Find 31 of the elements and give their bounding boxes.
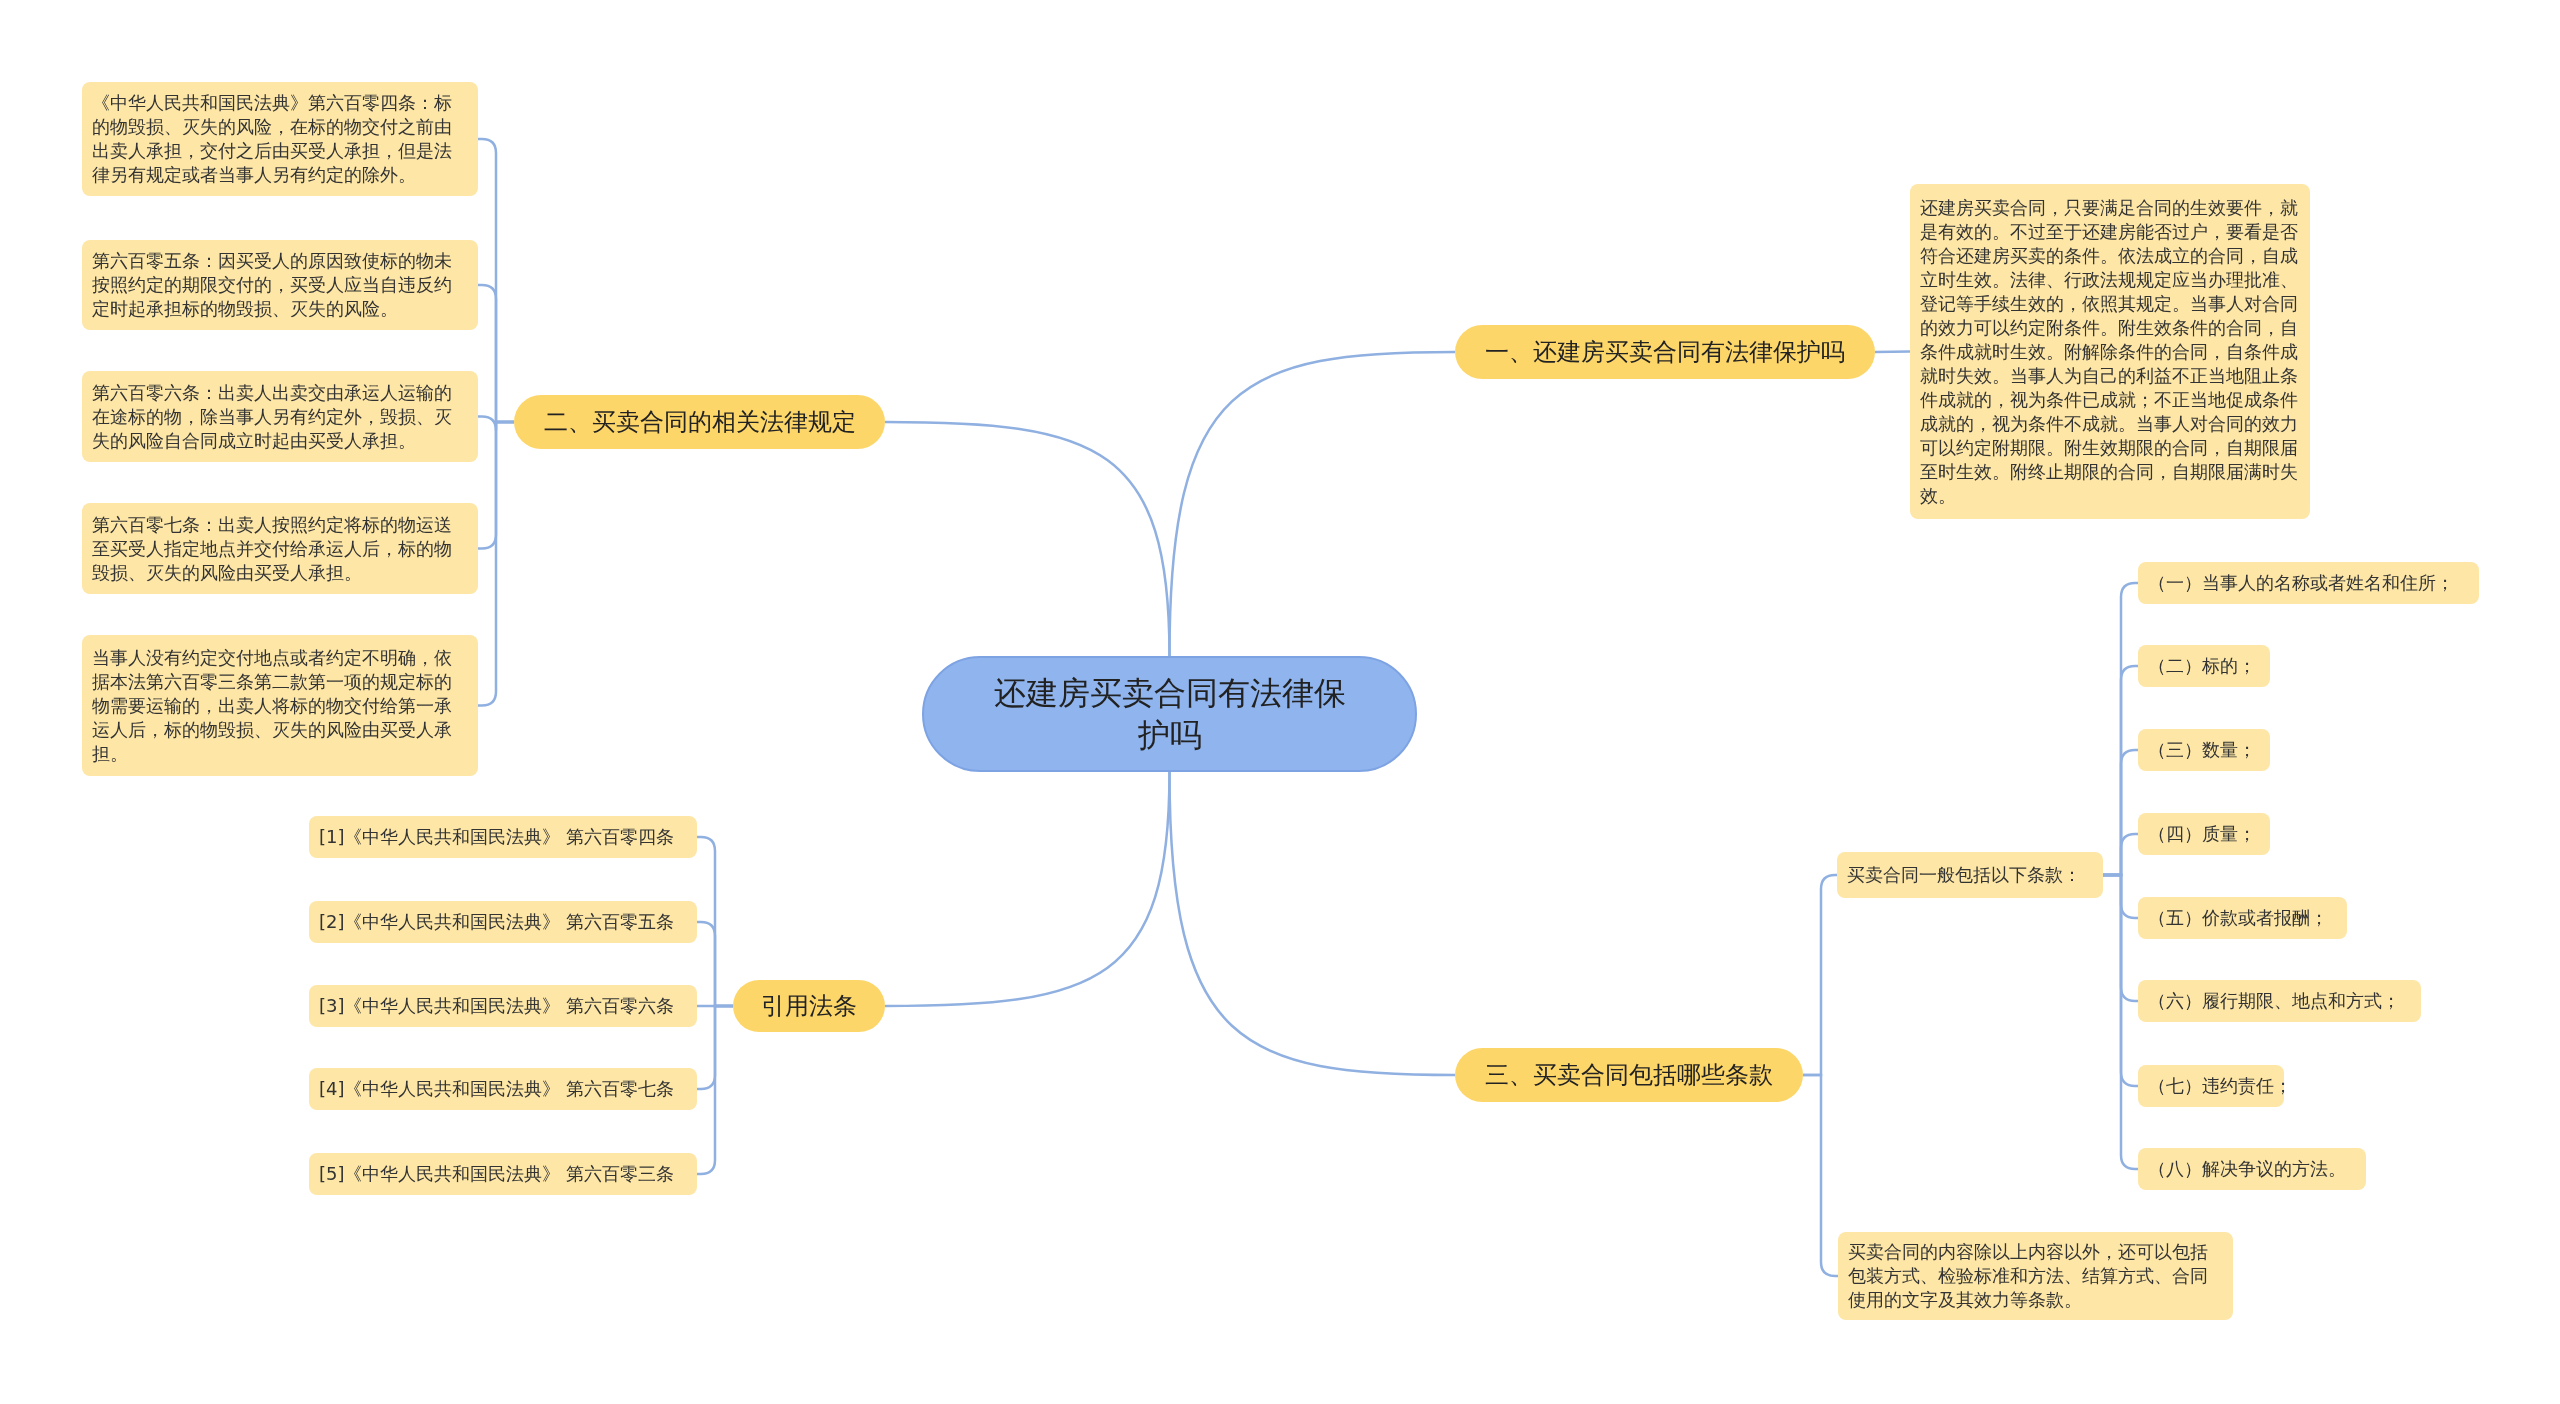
note-box: 还建房买卖合同，只要满足合同的生效要件，就是有效的。不过至于还建房能否过户，要看是否符合还建房买卖的条件。依法成立的合同，自成立时生效。法律、行政法规规定应当办理批准、登记等手续生效的，依照其规定。当事人对合同的效力可以约定附条件。附生效条件的合同，自条件成就时生效。附解除条件的合同，自条件成就时失效。当事人为自己的利益不正当地阻止条件成就的，视为条件已成就；不正当地促成条件成就的，视为条件不成就。当事人对合同的效力可以约定附期限。附生效期限的合同，自期限届至时生效。附终止期限的合同，自期限届满时失效。 xyxy=(1910,184,2310,519)
topic-box: 二、买卖合同的相关法律规定 xyxy=(514,395,885,449)
note-box: [5]《中华人民共和国民法典》 第六百零三条 xyxy=(309,1153,697,1195)
connector-line xyxy=(1875,350,1910,354)
connector-line xyxy=(2103,873,2138,1171)
note-box: （七）违约责任； xyxy=(2138,1065,2284,1107)
note-box: （三）数量； xyxy=(2138,729,2270,771)
note-box: 买卖合同一般包括以下条款： xyxy=(1837,852,2103,898)
note-box: 买卖合同的内容除以上内容以外，还可以包括包装方式、检验标准和方法、结算方式、合同使用的文字及其效力等条款。 xyxy=(1838,1232,2233,1320)
topic-box: 三、买卖合同包括哪些条款 xyxy=(1455,1048,1803,1102)
note-box: （八）解决争议的方法。 xyxy=(2138,1148,2366,1190)
note-box: （六）履行期限、地点和方式； xyxy=(2138,980,2421,1022)
note-box: 第六百零七条：出卖人按照约定将标的物运送至买受人指定地点并交付给承运人后，标的物毁损、灭失的风险由买受人承担。 xyxy=(82,503,478,594)
note-box: [3]《中华人民共和国民法典》 第六百零六条 xyxy=(309,985,697,1027)
note-box: （一）当事人的名称或者姓名和住所； xyxy=(2138,562,2479,604)
note-box: [1]《中华人民共和国民法典》 第六百零四条 xyxy=(309,816,697,858)
note-box: 《中华人民共和国民法典》第六百零四条：标的物毁损、灭失的风险，在标的物交付之前由出卖人承担，交付之后由买受人承担，但是法律另有规定或者当事人另有约定的除外。 xyxy=(82,82,478,196)
note-box: 第六百零六条：出卖人出卖交由承运人运输的在途标的物，除当事人另有约定外，毁损、灭失的风险自合同成立时起由买受人承担。 xyxy=(82,371,478,462)
note-box: （四）质量； xyxy=(2138,813,2270,855)
note-box: 当事人没有约定交付地点或者约定不明确，依据本法第六百零三条第二款第一项的规定标的物需要运输的，出卖人将标的物交付给第一承运人后，标的物毁损、灭失的风险由买受人承担。 xyxy=(82,635,478,776)
note-box: （五）价款或者报酬； xyxy=(2138,897,2347,939)
topic-box: 一、还建房买卖合同有法律保护吗 xyxy=(1455,325,1875,379)
note-box: [2]《中华人民共和国民法典》 第六百零五条 xyxy=(309,901,697,943)
note-box: （二）标的； xyxy=(2138,645,2270,687)
connector-line xyxy=(1168,771,1455,1077)
note-box: 第六百零五条：因买受人的原因致使标的物未按照约定的期限交付的，买受人应当自违反约定时起承担标的物毁损、灭失的风险。 xyxy=(82,240,478,330)
note-box: [4]《中华人民共和国民法典》 第六百零七条 xyxy=(309,1068,697,1110)
topic-box: 引用法条 xyxy=(733,980,885,1032)
connector-line xyxy=(885,420,1171,657)
central-topic: 还建房买卖合同有法律保护吗 xyxy=(922,656,1417,772)
connector-line xyxy=(1803,1073,1838,1278)
